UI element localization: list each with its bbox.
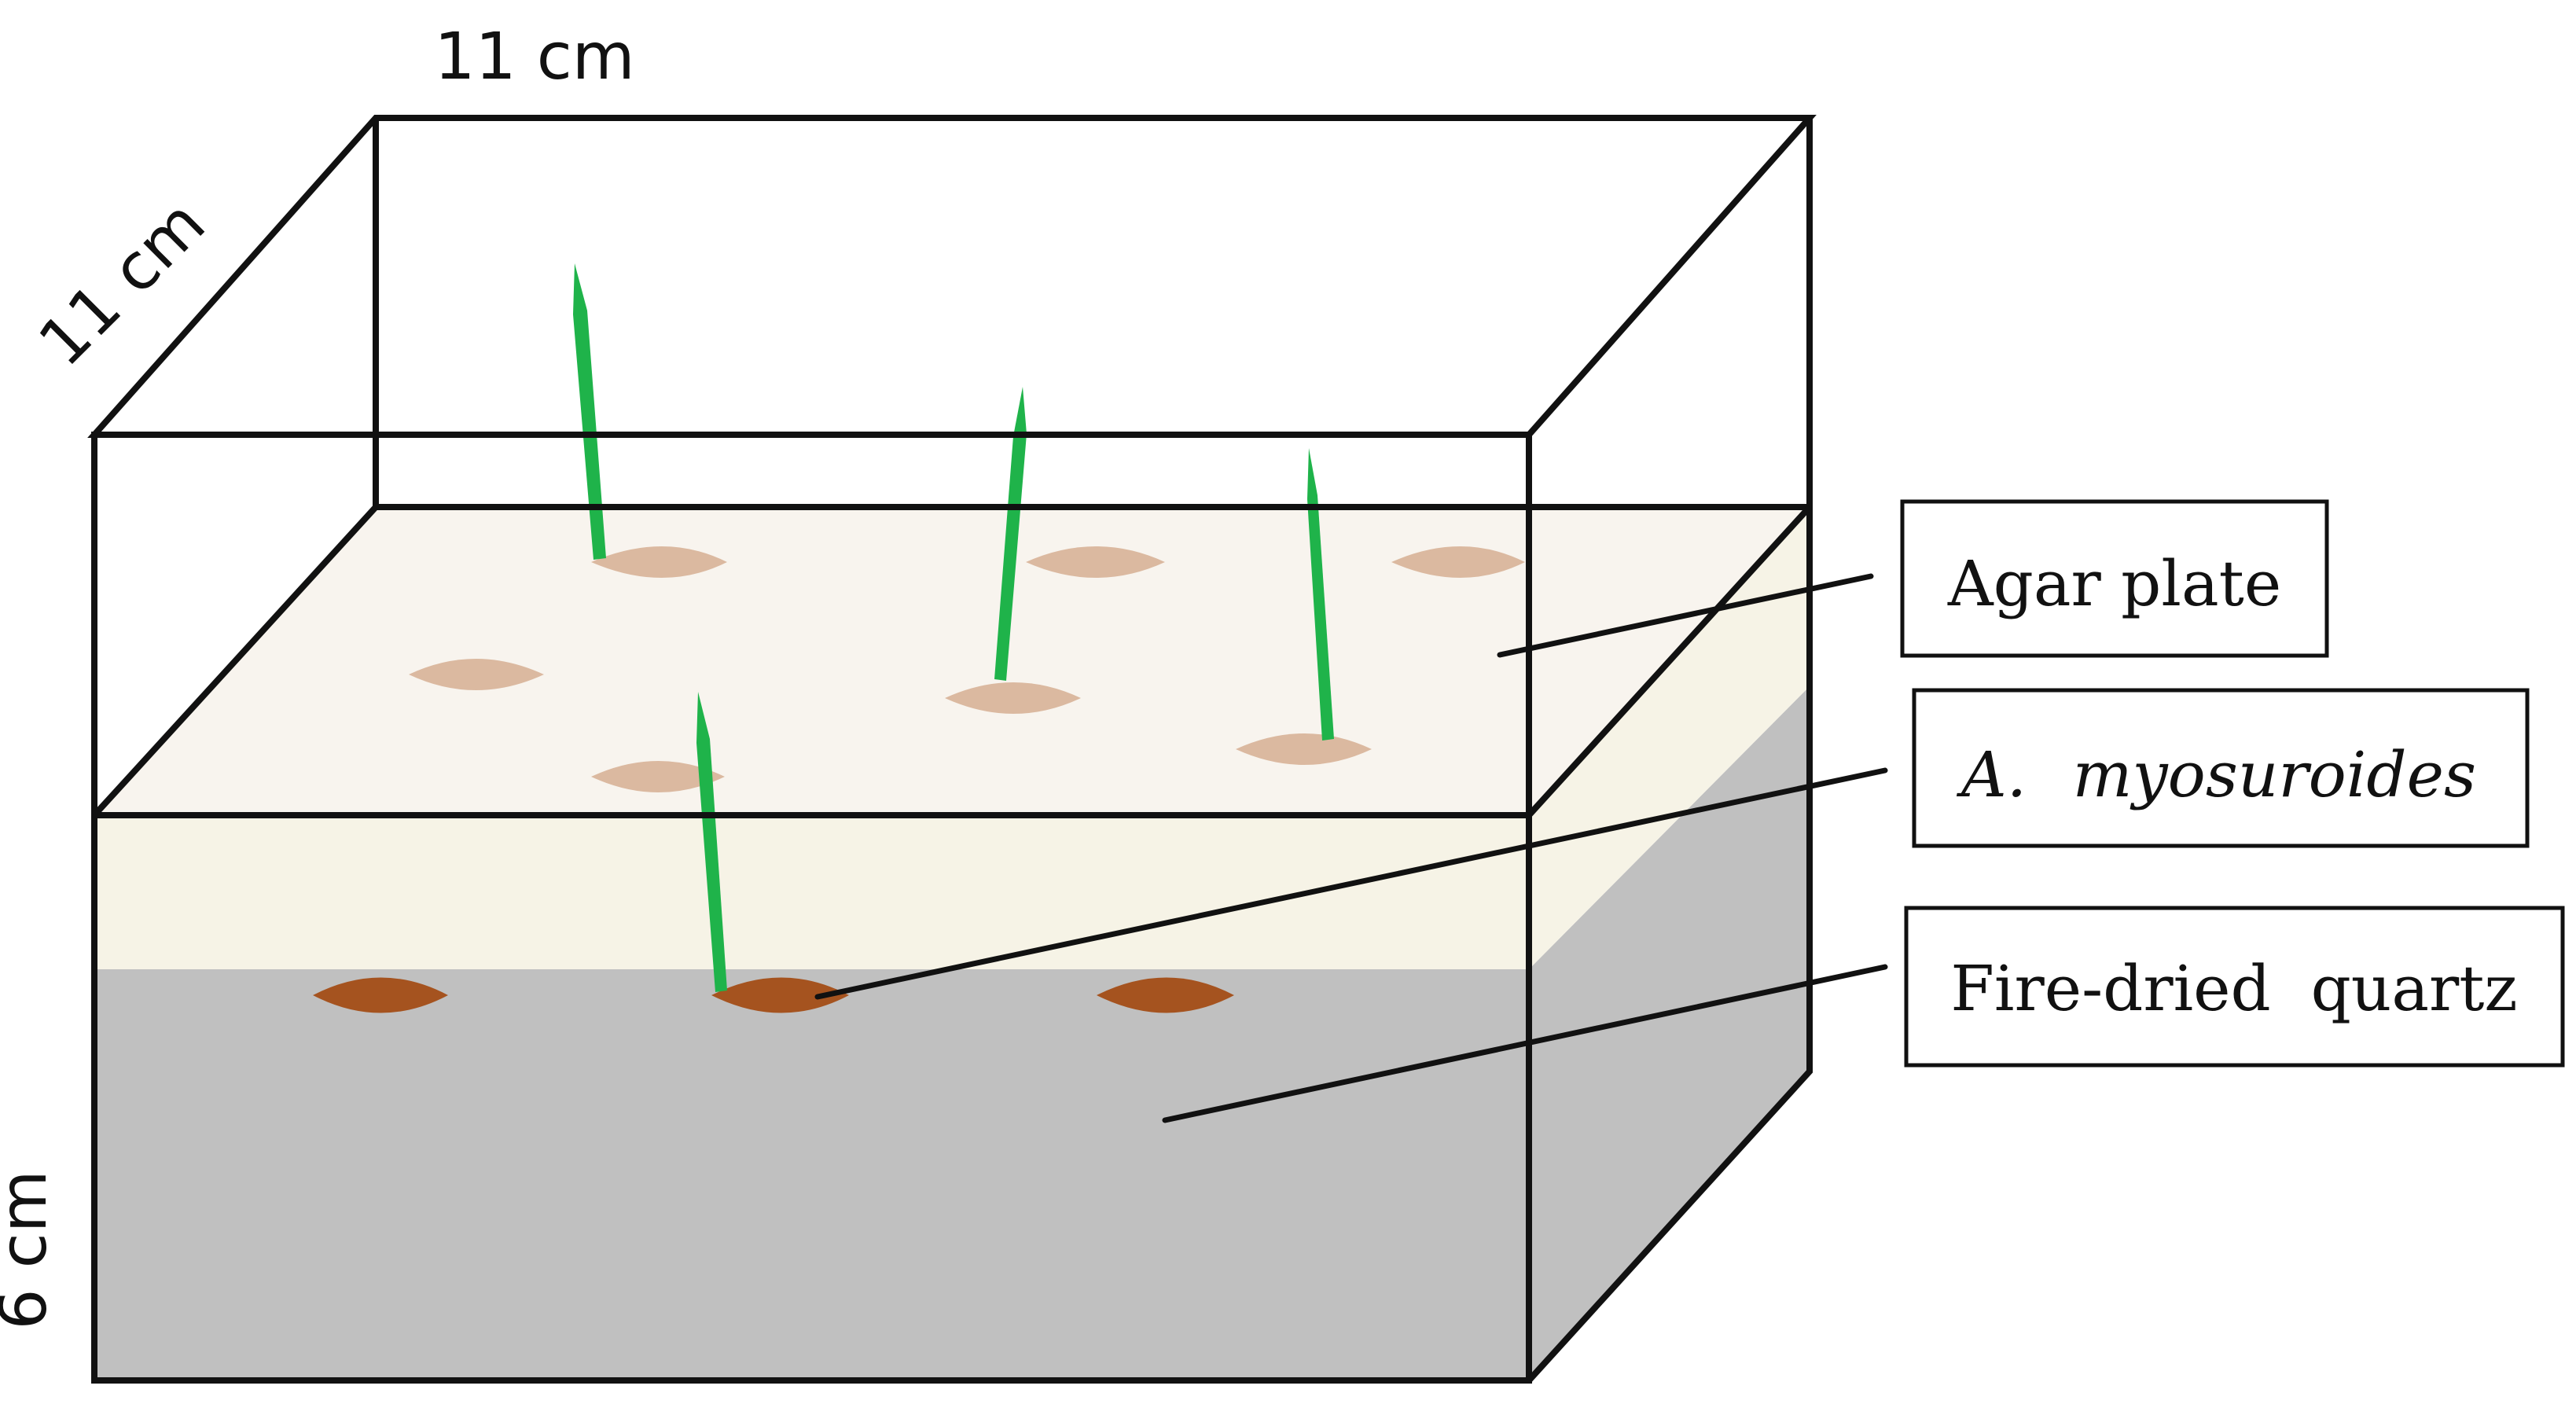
seed — [1026, 546, 1165, 578]
callout-seed: A. myosuroides — [1912, 688, 2530, 848]
quartz-seeds — [313, 977, 1234, 1013]
seed-species-label: myosuroides — [2073, 738, 2476, 811]
callout-agar: Agar plate — [1900, 499, 2329, 658]
seed — [1097, 977, 1234, 1013]
callout-quartz: Fire-dried quartz — [1904, 906, 2565, 1068]
quartz-leader-line — [1162, 964, 1888, 1123]
agar-top-edge-right — [1527, 505, 1812, 818]
seed — [591, 546, 727, 578]
quartz-layer — [94, 686, 1810, 1380]
height-dimension-label: 6 cm — [0, 1170, 61, 1329]
agar-leader-line — [1497, 573, 1874, 658]
shoot — [994, 387, 1027, 681]
agar-side-face — [1529, 507, 1810, 969]
seed — [409, 659, 544, 690]
depth-dimension-label: 11 cm — [25, 186, 220, 381]
box-outline — [87, 115, 1817, 1384]
seed — [1391, 546, 1525, 578]
callout-box — [1912, 688, 2530, 848]
box-right-face — [1527, 118, 1813, 1383]
seedlings — [573, 263, 1334, 992]
quartz-front-face — [94, 969, 1529, 1380]
quartz-side-face — [1529, 686, 1810, 1380]
width-dimension-label: 11 cm — [434, 20, 634, 94]
agar-layer — [94, 507, 1810, 969]
seed — [945, 682, 1081, 714]
seed — [591, 761, 725, 792]
seed — [1236, 733, 1372, 765]
seed — [711, 977, 849, 1013]
agar-front-face — [94, 815, 1529, 969]
shoot — [573, 263, 606, 560]
callout-box — [1900, 499, 2329, 658]
seed-leader-line — [814, 767, 1888, 1000]
seed-genus-label: A. — [1956, 738, 2027, 811]
box-top-face — [87, 115, 1817, 438]
agar-plate-label: Agar plate — [1947, 547, 2281, 620]
agar-seeds — [409, 546, 1525, 792]
shoot — [1307, 448, 1334, 741]
agar-top-face — [94, 507, 1810, 815]
quartz-label: Fire-dried quartz — [1950, 952, 2517, 1025]
leader-lines — [814, 573, 1888, 1123]
shoot — [696, 692, 727, 992]
seed — [313, 977, 448, 1013]
callout-box — [1904, 906, 2565, 1068]
agar-top-edge-left — [92, 505, 378, 818]
